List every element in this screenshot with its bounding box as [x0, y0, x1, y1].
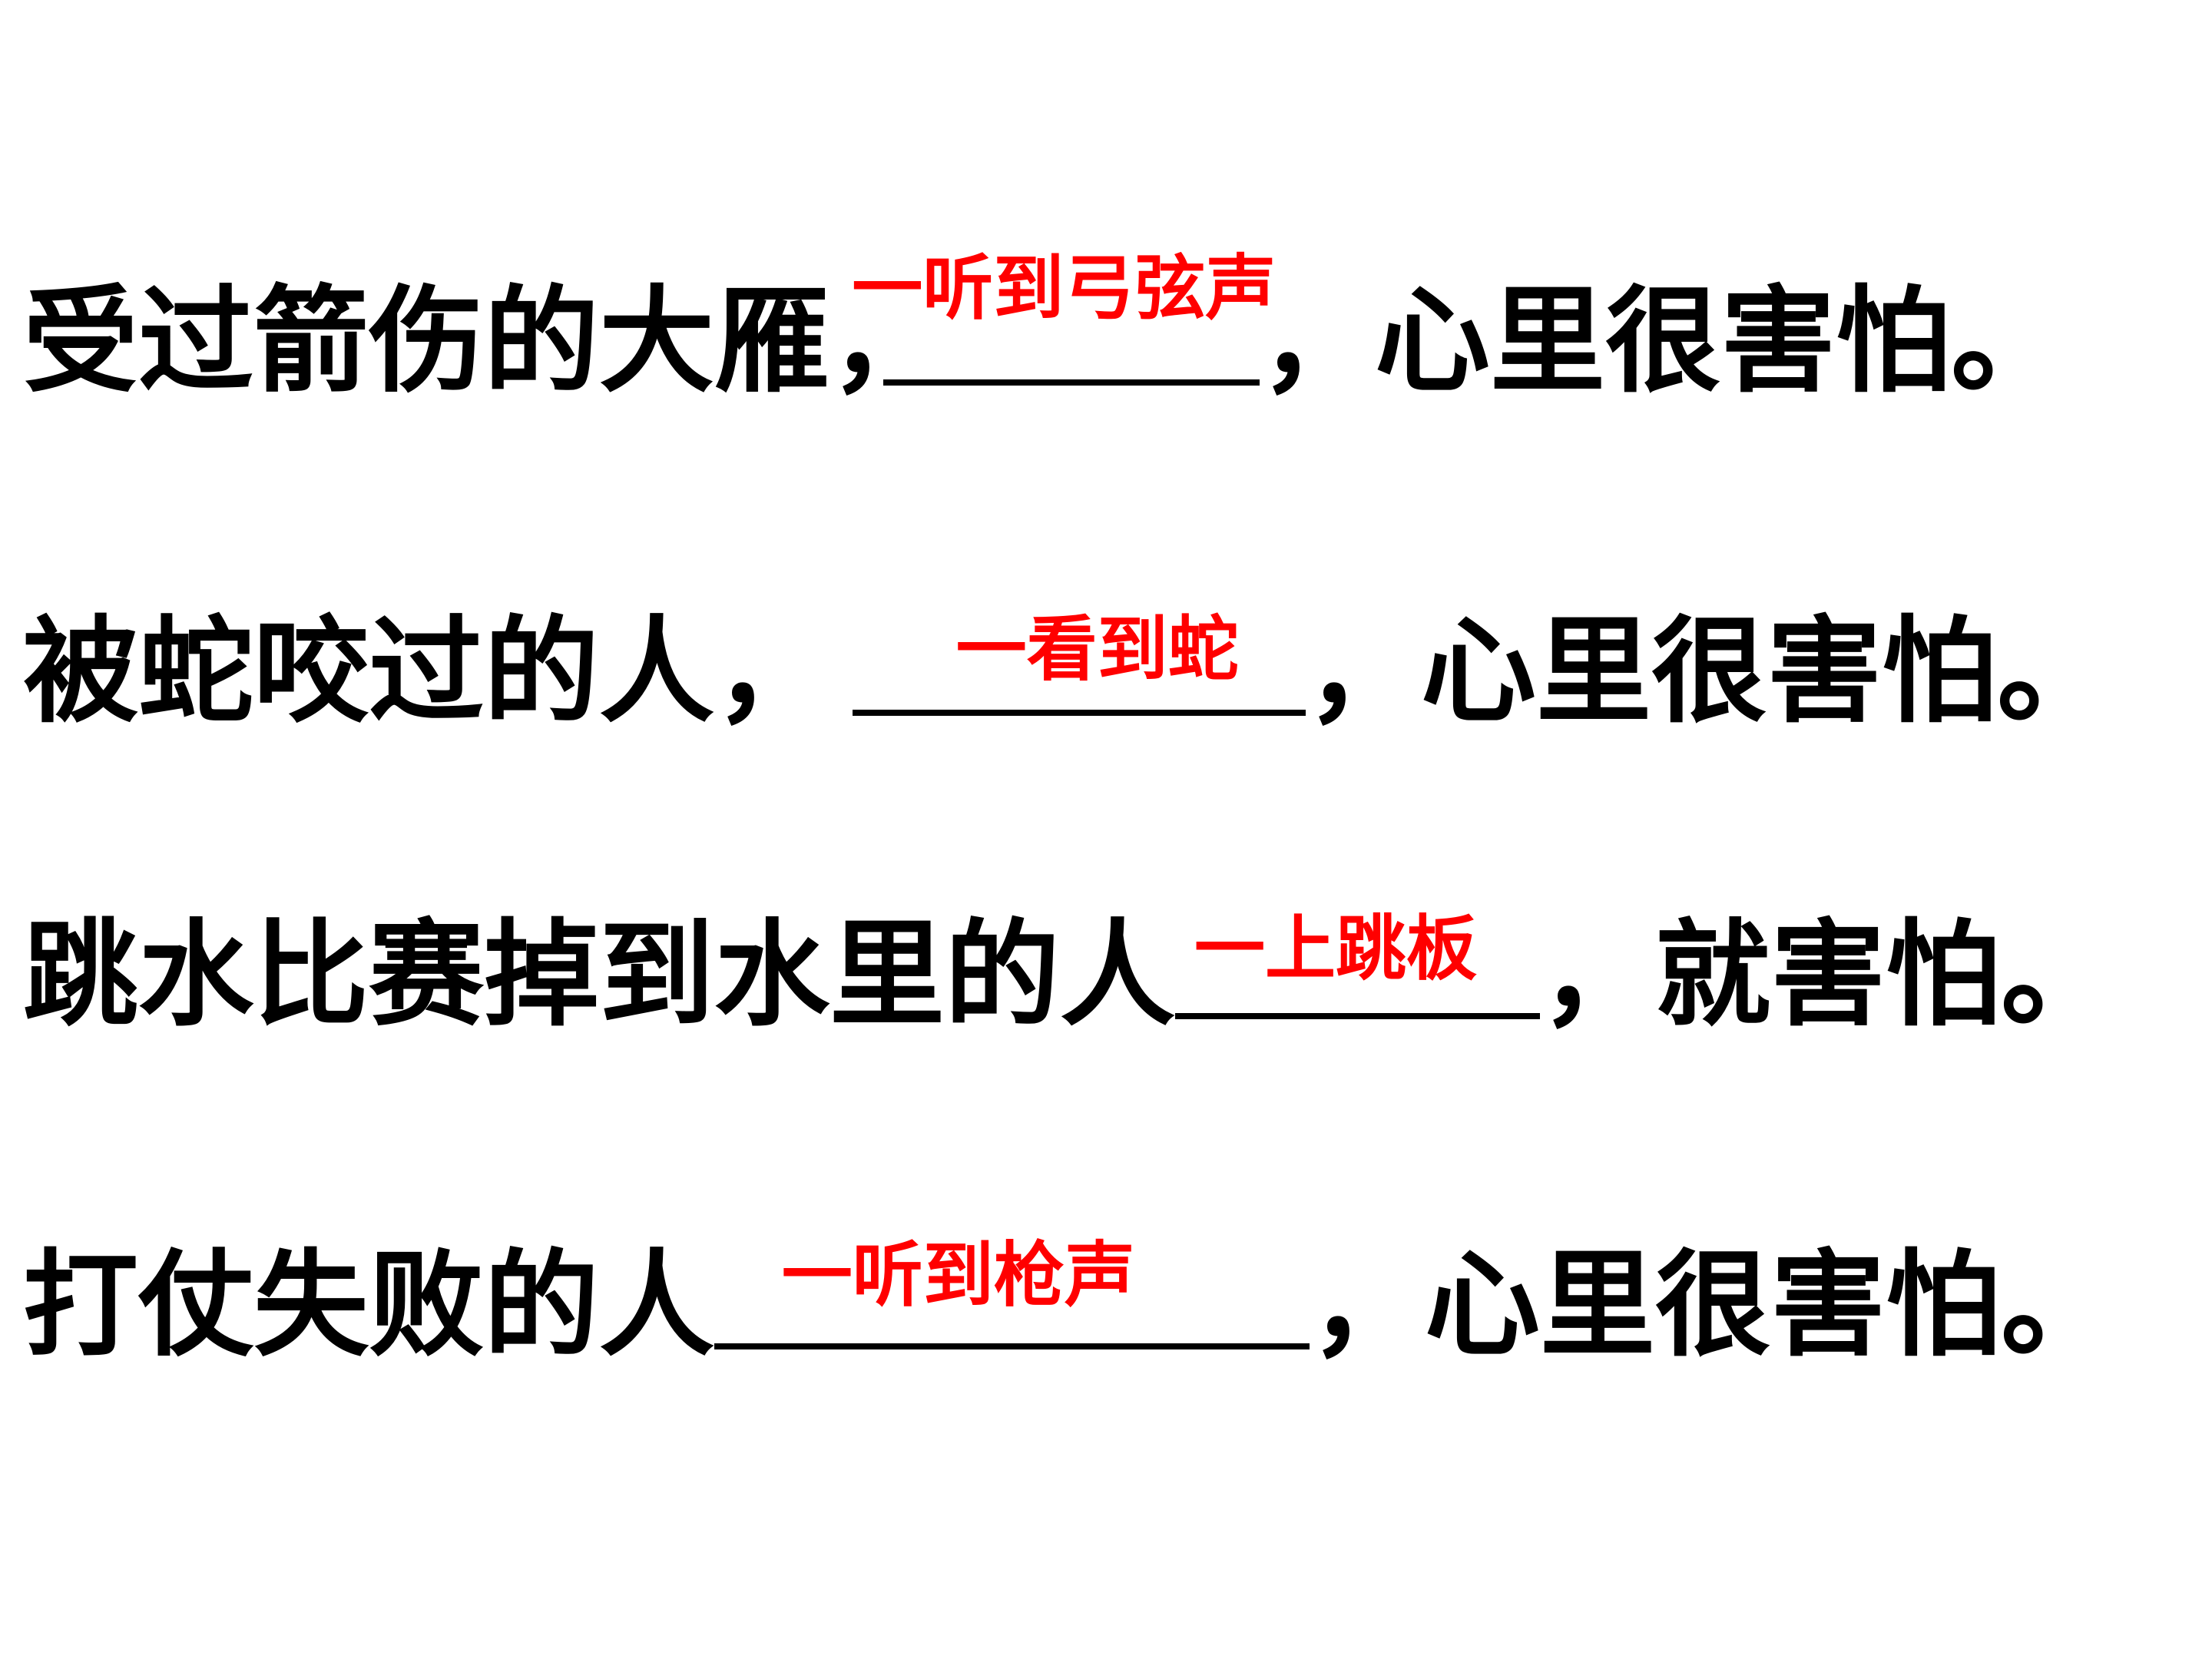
- answer-blank: 一听到弓弦声: [852, 253, 1276, 386]
- sentence-text-before: 被蛇咬过的人，: [23, 605, 830, 739]
- answer-blank: 一上跳板: [1175, 914, 1541, 1019]
- sentence-1: 受过箭伤的大雁， 一听到弓弦声 ， 心里很害怕。: [23, 253, 2067, 409]
- sentence-comma: ，: [1310, 1239, 1426, 1373]
- sentence-4: 打仗失败的人 一听到枪声 ， 心里很害怕。: [23, 1225, 2117, 1373]
- answer-text: 一听到枪声: [781, 1234, 1135, 1316]
- sentence-text-after: 心里很害怕。: [1421, 605, 2113, 739]
- sentence-text-after: 心里很害怕。: [1425, 1239, 2117, 1373]
- answer-text: 一看到蛇: [955, 608, 1239, 690]
- sentence-text-after: 心里很害怕。: [1375, 275, 2067, 409]
- sentence-text-before: 受过箭伤的大雁，: [23, 275, 945, 409]
- sentence-comma: ，: [1540, 909, 1656, 1042]
- sentence-comma: ，: [1260, 275, 1376, 409]
- sentence-text-before: 打仗失败的人: [23, 1239, 715, 1373]
- answer-text: 一听到弓弦声: [852, 247, 1277, 329]
- sentence-2: 被蛇咬过的人， 一看到蛇 ， 心里很害怕。: [23, 591, 2112, 730]
- answer-text: 一上跳板: [1194, 908, 1478, 990]
- sentence-comma: ，: [1306, 605, 1422, 739]
- answer-blank: 一看到蛇: [853, 614, 1306, 716]
- sentence-text-after: 就害怕。: [1655, 909, 2117, 1042]
- answer-blank: 一听到枪声: [714, 1240, 1310, 1349]
- sentence-text-before: 跳水比赛掉到水里的人: [23, 909, 1176, 1042]
- sentence-3: 跳水比赛掉到水里的人 一上跳板 ， 就害怕。: [23, 895, 2117, 1042]
